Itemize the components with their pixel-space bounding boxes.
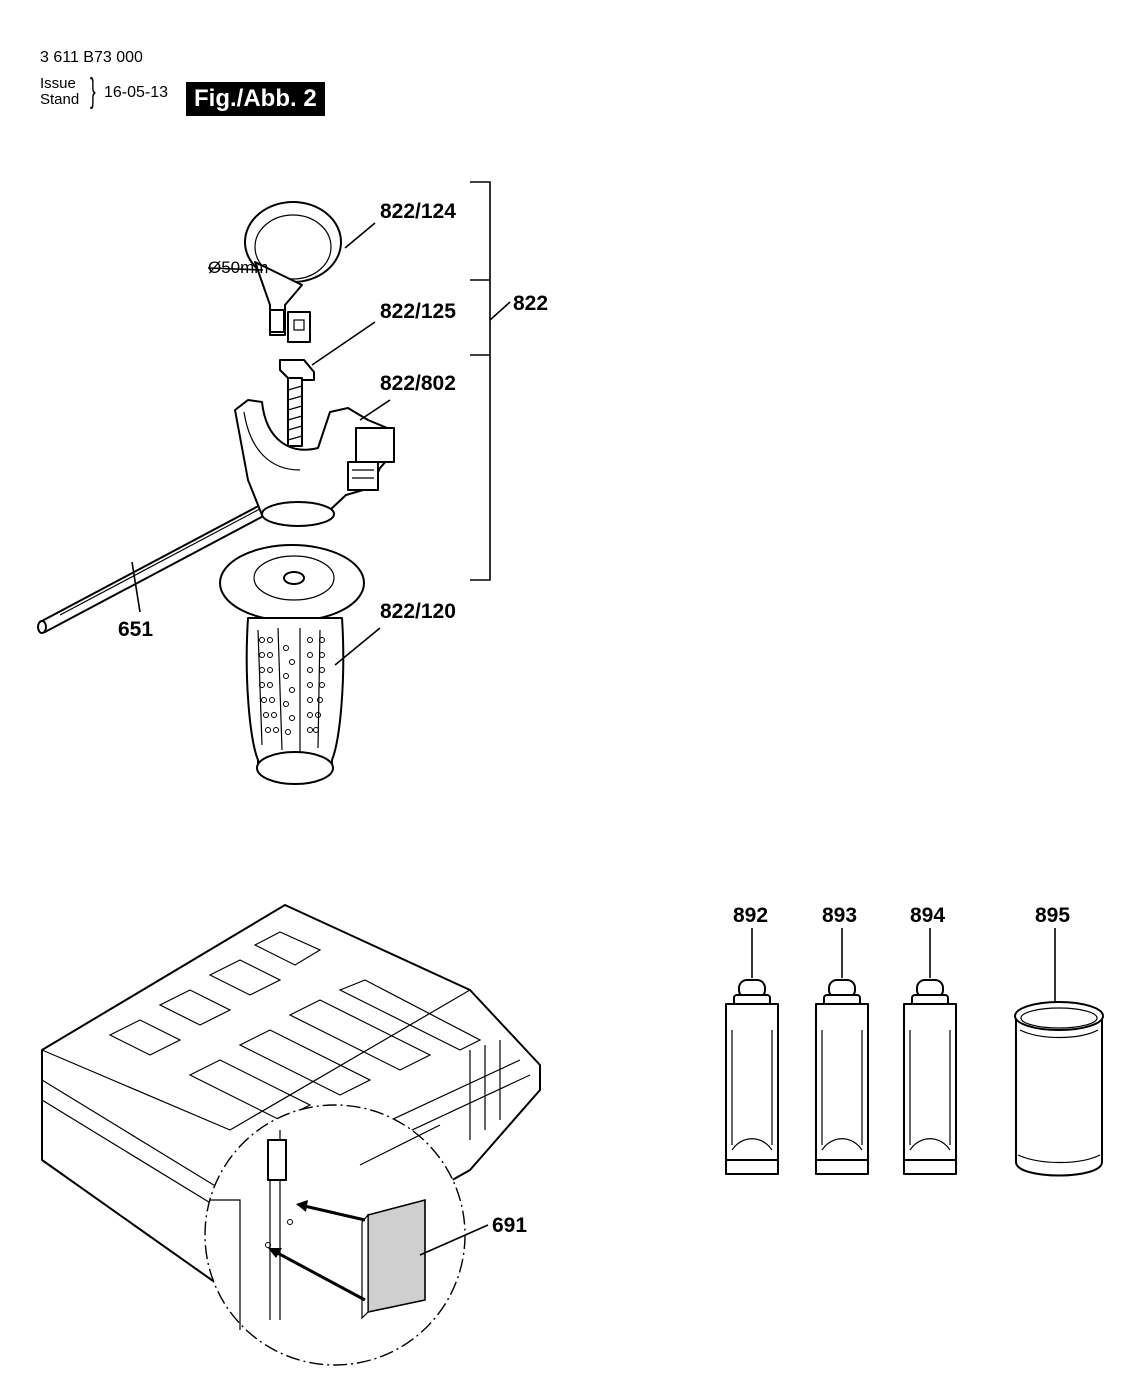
- side-handle-icon: [219, 544, 365, 785]
- label-822-124: 822/124: [380, 200, 456, 223]
- label-895: 895: [1035, 904, 1070, 927]
- grease-tube-892-icon: [725, 928, 779, 1175]
- handle-clamp-icon: [234, 399, 395, 527]
- part-number: 3 611 B73 000: [40, 49, 143, 66]
- label-822-120: 822/120: [380, 600, 456, 623]
- issue-stand-label: Issue Stand: [40, 76, 79, 108]
- brace-glyph: }: [90, 72, 96, 110]
- label-822-802: 822/802: [380, 372, 456, 395]
- label-892: 892: [733, 904, 768, 927]
- stand-label: Stand: [40, 91, 80, 108]
- label-822: 822: [513, 292, 548, 315]
- label-691: 691: [492, 1214, 527, 1237]
- grease-cup-895-icon: [1014, 928, 1104, 1177]
- issue-label: Issue: [40, 75, 76, 92]
- clamp-screw-icon: [279, 359, 315, 447]
- label-894: 894: [910, 904, 945, 927]
- label-diameter: Ø50mm: [208, 258, 268, 277]
- label-651: 651: [118, 618, 153, 641]
- leader-lines-upper: [131, 222, 391, 666]
- leader-691: [419, 1224, 489, 1256]
- grease-tube-894-icon: [903, 928, 957, 1175]
- clamp-band-icon: [244, 201, 342, 343]
- figure-title: Fig./Abb. 2: [186, 82, 325, 116]
- label-893: 893: [822, 904, 857, 927]
- issue-date: 16-05-13: [104, 84, 169, 101]
- group-bracket-822: [470, 181, 511, 581]
- grease-tube-893-icon: [815, 928, 869, 1175]
- carrying-case-icon: [41, 904, 541, 1301]
- label-822-125: 822/125: [380, 300, 456, 323]
- detail-circle: [204, 1104, 466, 1366]
